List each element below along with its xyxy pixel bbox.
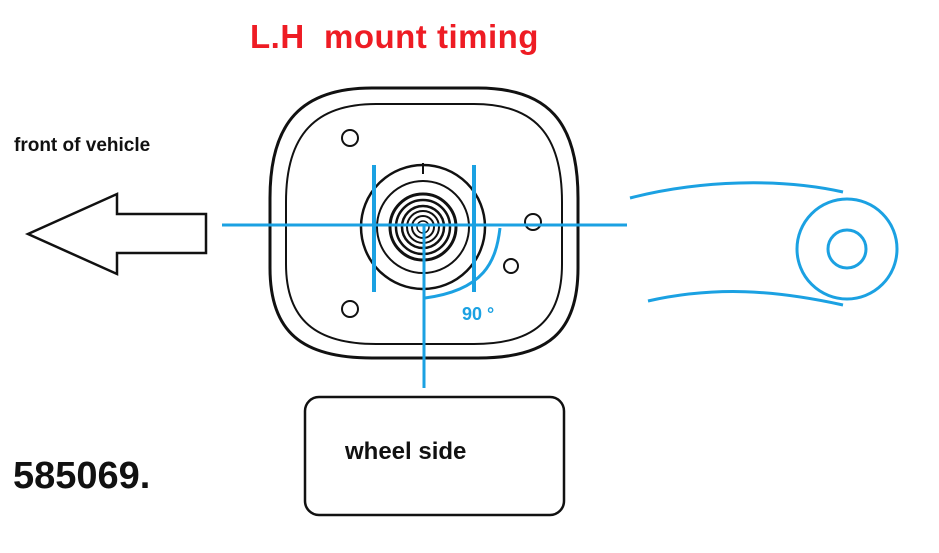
angle-arc (424, 227, 502, 300)
control-arm-eye-inner (826, 228, 868, 270)
control-arm-top-edge (629, 181, 844, 200)
front-arrow (24, 192, 208, 276)
bolt-holes (341, 129, 542, 318)
control-arm-bottom-edge (647, 290, 844, 307)
bolt-hole-top-left (341, 129, 359, 147)
wheel-side-label: wheel side (345, 438, 467, 465)
bolt-hole-bottom-left (341, 300, 359, 318)
front-of-vehicle-label: front of vehicle (14, 135, 151, 156)
bolt-hole-lower-right (503, 258, 519, 274)
mount-inner-housing (285, 103, 563, 345)
part-number: 585069. (13, 455, 151, 497)
timing-guides (222, 165, 627, 388)
wheel-side-box (303, 395, 566, 517)
control-arm (629, 181, 899, 307)
diagram-title: L.H mount timing (250, 18, 539, 55)
control-arm-eye-outer (795, 197, 899, 301)
angle-label: 90 ° (462, 304, 495, 324)
bolt-hole-right (524, 213, 542, 231)
mount-outer-housing (268, 86, 580, 360)
